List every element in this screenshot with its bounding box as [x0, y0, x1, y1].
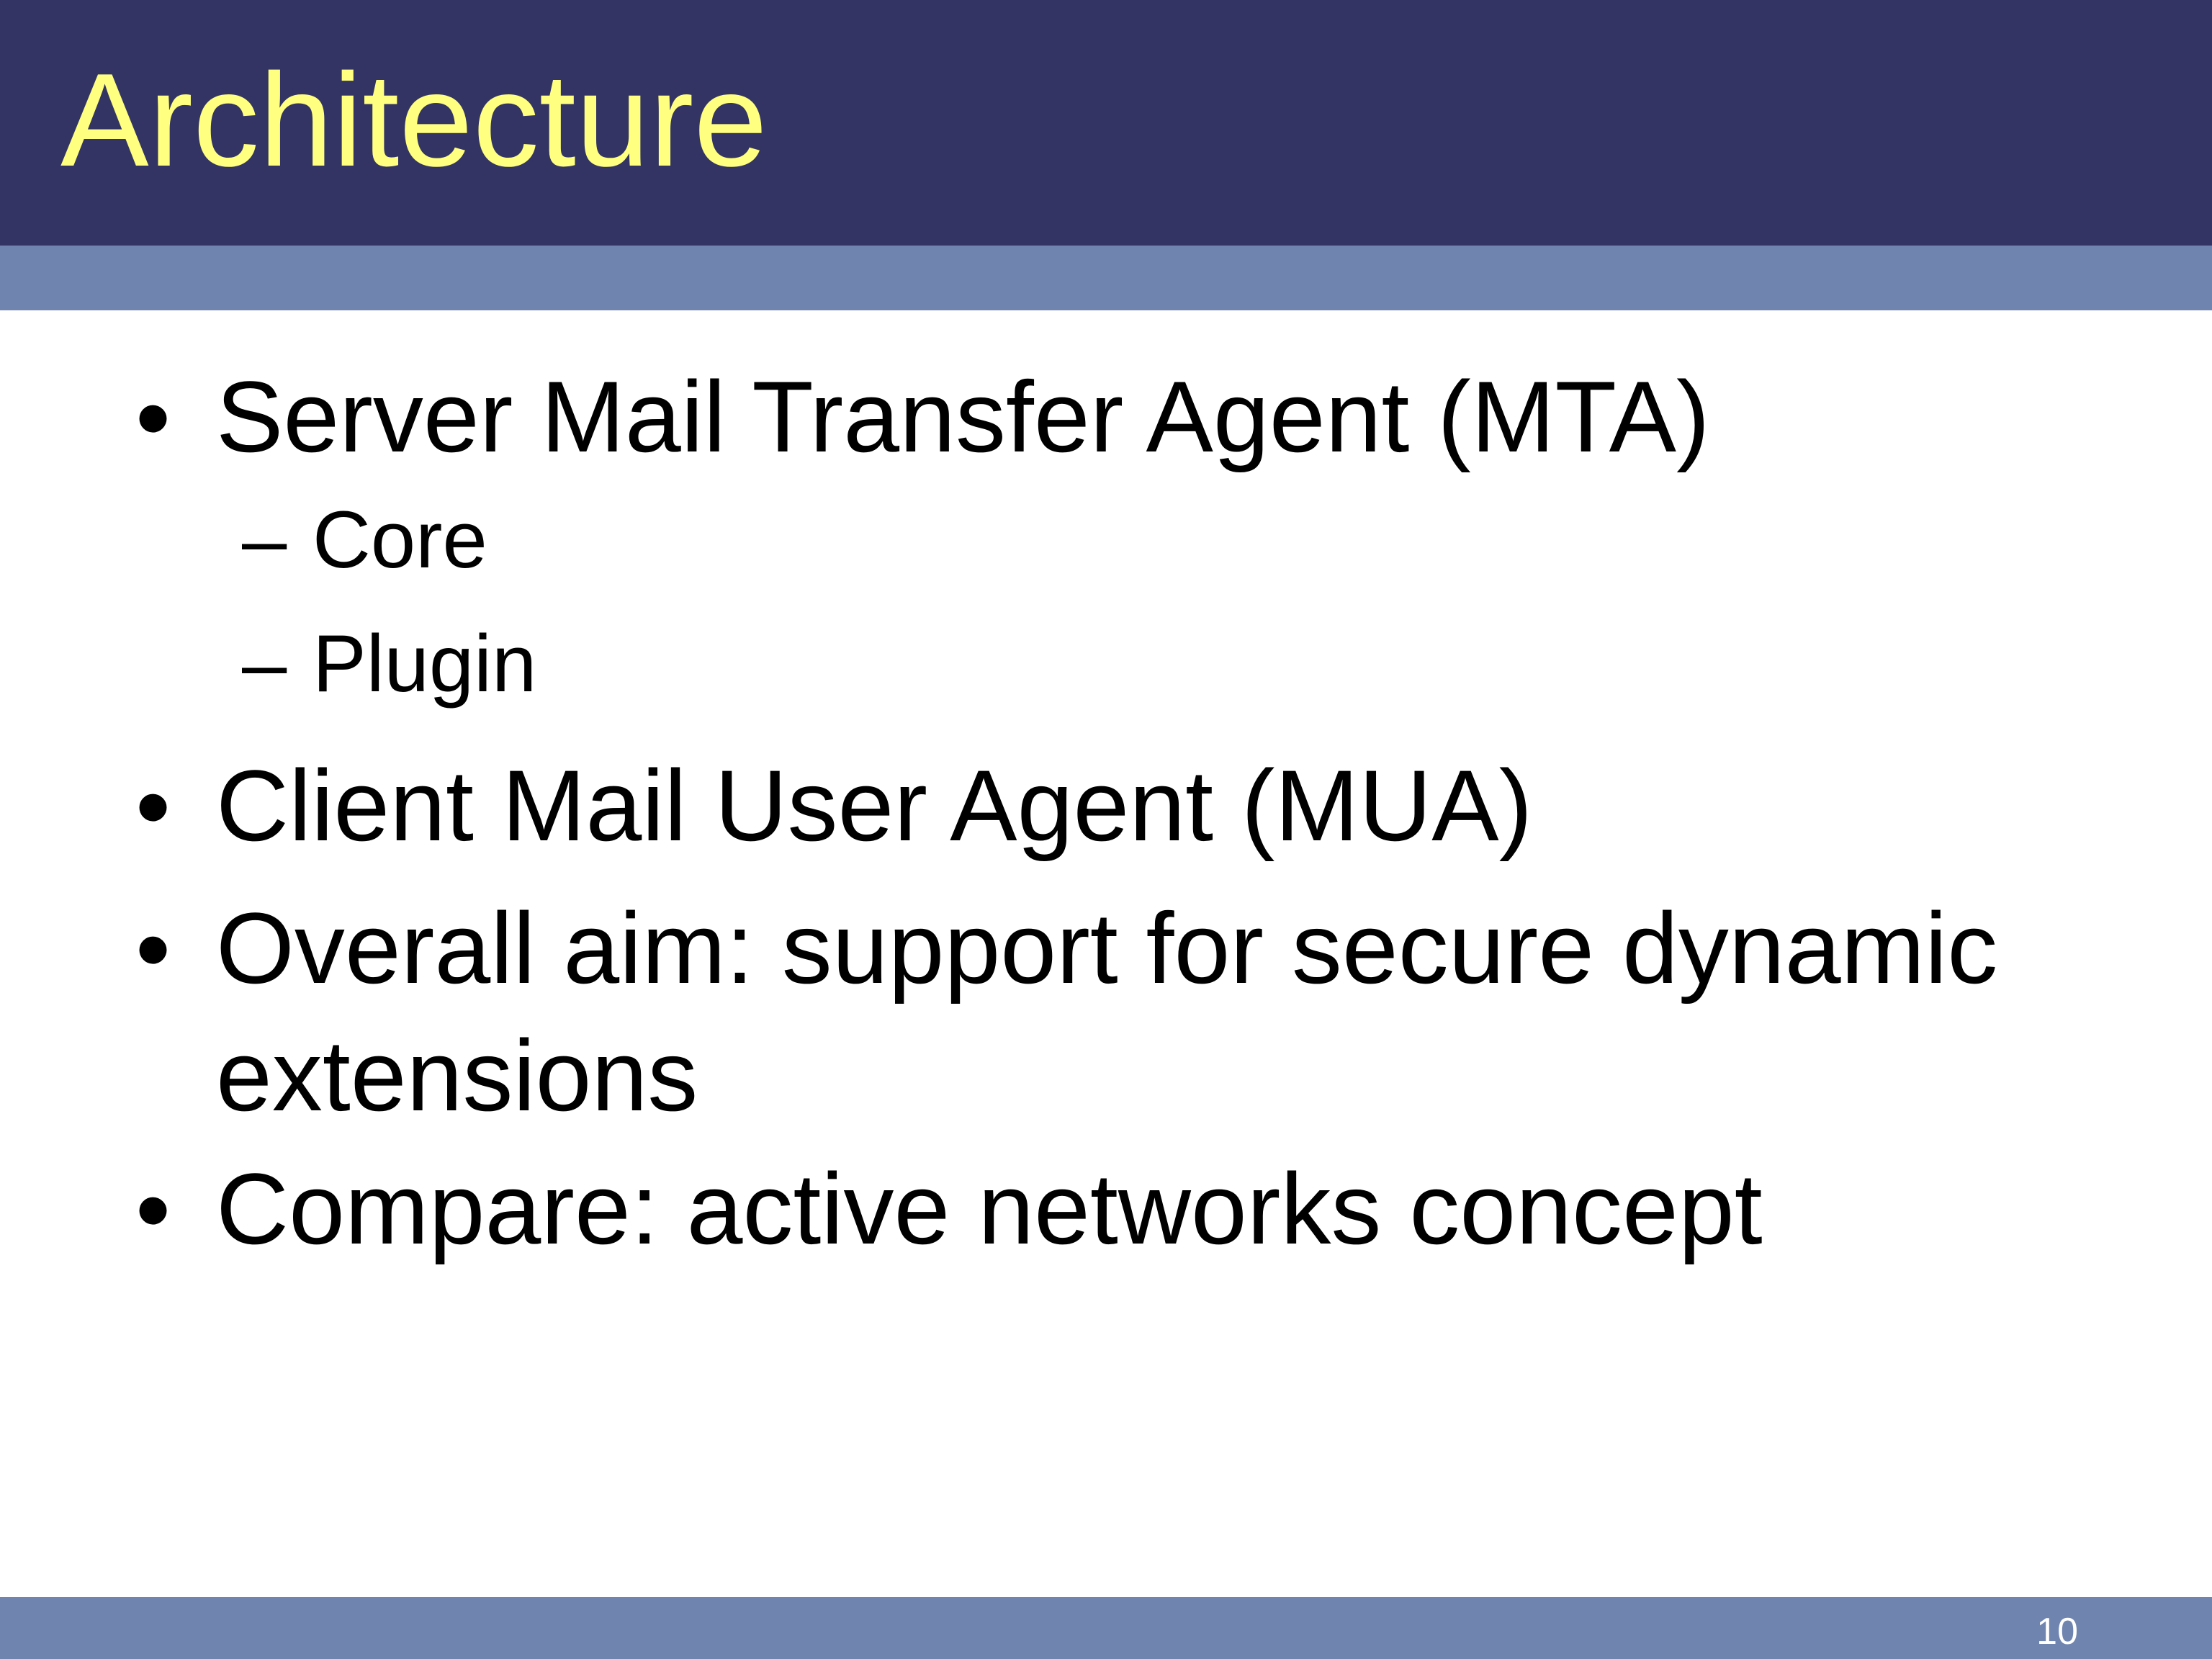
page-number: 10	[2036, 1611, 2078, 1653]
sub-bullet-text: Core	[313, 495, 487, 585]
accent-band	[0, 246, 2212, 310]
sub-bullet-marker: –	[242, 619, 287, 709]
bullet-text: Overall aim: support for secure dynamic	[216, 891, 1998, 1004]
bullet-marker: •	[135, 892, 171, 1005]
footer-band	[0, 1597, 2212, 1659]
title-band: Architecture	[0, 0, 2212, 246]
sub-bullet-marker: –	[242, 495, 287, 585]
sub-bullet-text: Plugin	[313, 619, 537, 709]
slide-title: Architecture	[60, 45, 768, 194]
bullet-text: Client Mail User Agent (MUA)	[216, 749, 1533, 862]
bullet-marker: •	[135, 361, 171, 474]
bullet-text: Server Mail Transfer Agent (MTA)	[216, 360, 1710, 473]
bullet-text-continuation: extensions	[216, 1019, 698, 1132]
bullet-text: Compare: active networks concept	[216, 1152, 1763, 1265]
bullet-marker: •	[135, 1153, 171, 1266]
bullet-marker: •	[135, 750, 171, 863]
